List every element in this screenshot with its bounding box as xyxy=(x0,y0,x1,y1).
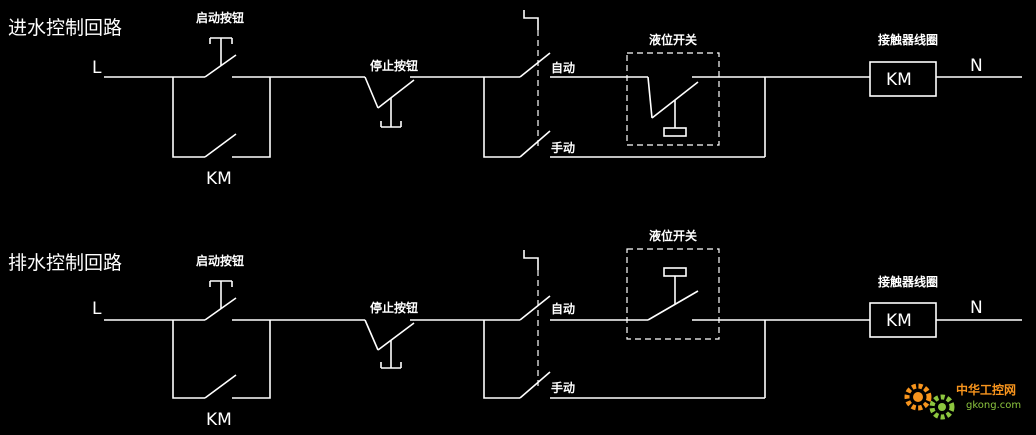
km-contact-label: KM xyxy=(206,410,232,430)
level-switch-label: 液位开关 xyxy=(649,228,697,243)
watermark-url: gkong.com xyxy=(966,400,1021,411)
auto-label: 自动 xyxy=(551,301,575,316)
circuit-title: 进水控制回路 xyxy=(8,17,122,39)
circuit-title: 排水控制回路 xyxy=(8,252,122,274)
manual-label: 手动 xyxy=(551,380,575,395)
line-terminal-label: L xyxy=(92,299,102,319)
start-button: 启动按钮 xyxy=(196,10,244,78)
auto-manual-selector: 自动 手动 xyxy=(483,10,575,158)
start-button-label: 启动按钮 xyxy=(196,10,244,25)
coil-caption: 接触器线圈 xyxy=(878,32,938,47)
km-contact-label: KM xyxy=(206,169,232,189)
gear-icon xyxy=(904,383,955,420)
level-switch-label: 液位开关 xyxy=(649,32,697,47)
coil-caption: 接触器线圈 xyxy=(878,274,938,289)
watermark-site-name: 中华工控网 xyxy=(956,382,1016,397)
manual-label: 手动 xyxy=(551,140,575,155)
start-button-label: 启动按钮 xyxy=(196,253,244,268)
line-terminal-label: L xyxy=(92,58,102,78)
drain-control-circuit: 排水控制回路 L 启动按钮 KM 停止按钮 xyxy=(8,228,1022,430)
stop-button: 停止按钮 xyxy=(364,300,418,369)
neutral-terminal-label: N xyxy=(970,298,983,318)
start-button: 启动按钮 xyxy=(196,253,244,321)
contactor-coil: 接触器线圈 KM xyxy=(869,274,938,338)
stop-button: 停止按钮 xyxy=(364,58,418,128)
contactor-coil: 接触器线圈 KM xyxy=(869,32,938,97)
km-holding-contact: KM xyxy=(172,77,271,189)
stop-button-label: 停止按钮 xyxy=(370,58,418,73)
coil-label: KM xyxy=(886,70,912,90)
coil-label: KM xyxy=(886,311,912,331)
inlet-control-circuit: 进水控制回路 L 启动按钮 KM 停止按钮 xyxy=(8,10,1022,189)
neutral-terminal-label: N xyxy=(970,56,983,76)
stop-button-label: 停止按钮 xyxy=(370,300,418,315)
auto-label: 自动 xyxy=(551,60,575,75)
km-holding-contact: KM xyxy=(172,320,271,430)
level-switch: 液位开关 xyxy=(626,32,720,146)
level-switch: 液位开关 xyxy=(626,228,720,340)
auto-manual-selector: 自动 手动 xyxy=(483,250,575,399)
gkong-watermark: 中华工控网 gkong.com xyxy=(904,382,1021,420)
